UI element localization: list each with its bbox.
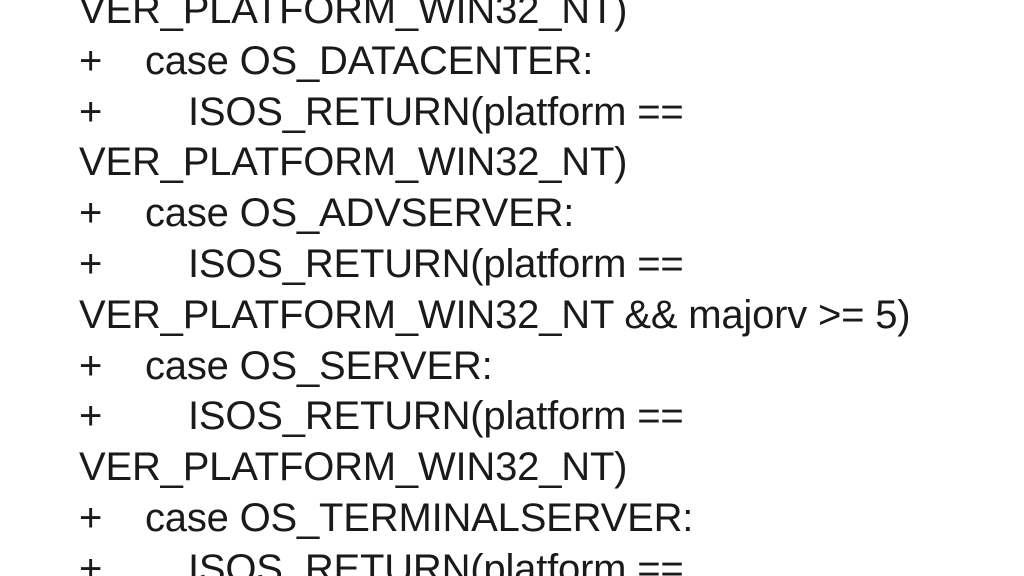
- diff-marker: +: [79, 241, 103, 286]
- diff-marker: +: [79, 546, 103, 576]
- diff-marker: +: [79, 394, 103, 439]
- code-text: case OS_ADVSERVER:: [145, 191, 575, 236]
- code-text: case OS_TERMINALSERVER:: [145, 495, 694, 540]
- code-line-1: VER_PLATFORM_WIN32_NT): [79, 0, 627, 36]
- code-text: VER_PLATFORM_WIN32_NT): [79, 0, 628, 32]
- diff-marker: +: [79, 89, 103, 134]
- code-text: VER_PLATFORM_WIN32_NT): [79, 445, 628, 490]
- code-text: ISOS_RETURN(platform ==: [188, 546, 684, 576]
- code-line-8: + case OS_SERVER:: [79, 341, 493, 392]
- code-line-6: + ISOS_RETURN(platform ==: [79, 239, 684, 290]
- diff-marker: +: [79, 38, 103, 83]
- code-text: VER_PLATFORM_WIN32_NT && majorv >= 5): [79, 292, 911, 337]
- code-line-5: + case OS_ADVSERVER:: [79, 188, 574, 239]
- code-line-11: + case OS_TERMINALSERVER:: [79, 493, 693, 544]
- code-text: ISOS_RETURN(platform ==: [188, 241, 684, 286]
- code-line-2: + case OS_DATACENTER:: [79, 36, 593, 87]
- code-text: case OS_SERVER:: [145, 343, 493, 388]
- diff-marker: +: [79, 343, 103, 388]
- diff-marker: +: [79, 191, 103, 236]
- code-line-12: + ISOS_RETURN(platform ==: [79, 544, 684, 576]
- code-text: case OS_DATACENTER:: [145, 38, 594, 83]
- code-line-10: VER_PLATFORM_WIN32_NT): [79, 442, 627, 493]
- code-line-4: VER_PLATFORM_WIN32_NT): [79, 137, 627, 188]
- diff-marker: +: [79, 495, 103, 540]
- code-text: ISOS_RETURN(platform ==: [188, 89, 684, 134]
- code-line-3: + ISOS_RETURN(platform ==: [79, 87, 684, 138]
- code-text: VER_PLATFORM_WIN32_NT): [79, 140, 628, 185]
- code-line-7: VER_PLATFORM_WIN32_NT && majorv >= 5): [79, 290, 911, 341]
- code-diff-body: VER_PLATFORM_WIN32_NT) + case OS_DATACEN…: [79, 0, 911, 576]
- code-text: ISOS_RETURN(platform ==: [188, 394, 684, 439]
- code-line-9: + ISOS_RETURN(platform ==: [79, 391, 684, 442]
